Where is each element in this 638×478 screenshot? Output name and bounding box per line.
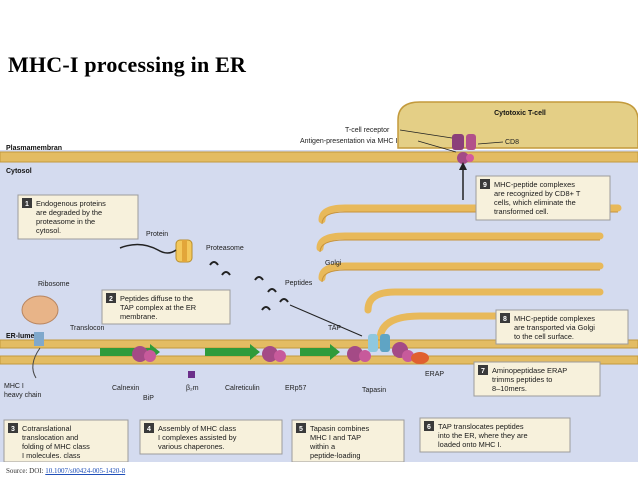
svg-text:within a: within a bbox=[309, 442, 336, 451]
svg-text:loaded onto MHC I.: loaded onto MHC I. bbox=[438, 440, 502, 449]
step-4-box: 4 Assembly of MHC class I complexes assi… bbox=[139, 419, 283, 455]
step-9-box: 9 MHC-peptide complexes are recognized b… bbox=[475, 175, 611, 221]
tcell-label: Cytotoxic T-cell bbox=[494, 110, 546, 117]
svg-text:6: 6 bbox=[427, 424, 431, 431]
svg-text:proteasome in the: proteasome in the bbox=[36, 217, 95, 226]
svg-text:Peptides diffuse to the: Peptides diffuse to the bbox=[120, 294, 193, 303]
tcr-mhc-complex bbox=[452, 134, 476, 164]
calreticulin-label: Calreticulin bbox=[225, 385, 260, 392]
svg-text:4: 4 bbox=[147, 426, 151, 433]
svg-text:9: 9 bbox=[483, 182, 487, 189]
peptides-label: Peptides bbox=[285, 280, 313, 287]
calnexin-label: Calnexin bbox=[112, 385, 139, 392]
plasma-membrane bbox=[0, 151, 638, 163]
er-lumen-label: ER-lumen bbox=[6, 333, 39, 340]
svg-text:trimms peptides to: trimms peptides to bbox=[492, 375, 552, 384]
svg-text:to the cell surface.: to the cell surface. bbox=[514, 332, 574, 341]
source-citation: Source: DOI: 10.1007/s00424-005-1420-8 bbox=[6, 467, 125, 475]
svg-text:3: 3 bbox=[11, 426, 15, 433]
ribosome-label: Ribosome bbox=[38, 281, 70, 288]
proteasome bbox=[175, 239, 193, 263]
svg-text:transformed cell.: transformed cell. bbox=[494, 207, 549, 216]
bip-label: BiP bbox=[143, 395, 154, 402]
erp57-label: ERp57 bbox=[285, 385, 307, 392]
step-5-box: 5 Tapasin combines MHC I and TAP within … bbox=[291, 419, 405, 463]
translocon bbox=[34, 332, 44, 346]
step-7-box: 7 Aminopeptidase ERAP trimms peptides to… bbox=[473, 361, 601, 397]
svg-text:MHC I and TAP: MHC I and TAP bbox=[310, 433, 361, 442]
svg-text:cells, which eliminate the: cells, which eliminate the bbox=[494, 198, 576, 207]
svg-text:are degraded by the: are degraded by the bbox=[36, 208, 102, 217]
tcr-label: T-cell receptor bbox=[345, 127, 390, 134]
protein-label: Protein bbox=[146, 231, 168, 238]
tap-label: TAP bbox=[328, 325, 341, 332]
erap-label: ERAP bbox=[425, 371, 444, 378]
svg-text:TAP complex at the ER: TAP complex at the ER bbox=[120, 303, 196, 312]
svg-text:are transported via Golgi: are transported via Golgi bbox=[514, 323, 595, 332]
step-8-box: 8 MHC-peptide complexes are transported … bbox=[495, 309, 629, 345]
step-2-box: 2 Peptides diffuse to the TAP complex at… bbox=[101, 289, 231, 325]
svg-text:Assembly of MHC class: Assembly of MHC class bbox=[158, 424, 236, 433]
diagram-svg: Cytotoxic T-cell Plasmamembran Cytosol T… bbox=[0, 100, 638, 463]
svg-text:TAP translocates peptides: TAP translocates peptides bbox=[438, 422, 524, 431]
ribosome bbox=[21, 295, 59, 325]
b2m-label: β₂m bbox=[186, 385, 199, 392]
svg-text:Endogenous proteins: Endogenous proteins bbox=[36, 199, 106, 208]
step-3-box: 3 Cotranslational translocation and fold… bbox=[3, 419, 129, 463]
svg-text:1: 1 bbox=[25, 201, 29, 208]
mhc-processing-figure: Cytotoxic T-cell Plasmamembran Cytosol T… bbox=[0, 100, 638, 463]
step-1-box: 1 Endogenous proteins are degraded by th… bbox=[17, 194, 139, 240]
tapasin-label: Tapasin bbox=[362, 387, 386, 394]
svg-text:various chaperones.: various chaperones. bbox=[158, 442, 225, 451]
svg-text:are recognized by CD8+ T: are recognized by CD8+ T bbox=[494, 189, 581, 198]
svg-text:MHC-peptide complexes: MHC-peptide complexes bbox=[494, 180, 575, 189]
svg-text:membrane.: membrane. bbox=[120, 312, 157, 321]
peptide-fragments bbox=[209, 261, 289, 311]
erap-enzyme bbox=[411, 352, 429, 364]
svg-text:translocation and: translocation and bbox=[22, 433, 78, 442]
svg-text:8: 8 bbox=[503, 316, 507, 323]
membrane-label: Plasmamembran bbox=[6, 145, 62, 152]
slide-title: MHC-I processing in ER bbox=[8, 52, 247, 77]
svg-text:5: 5 bbox=[299, 426, 303, 433]
svg-text:Tapasin combines: Tapasin combines bbox=[310, 424, 369, 433]
svg-text:I complexes assisted by: I complexes assisted by bbox=[158, 433, 237, 442]
svg-text:8–10mers.: 8–10mers. bbox=[492, 384, 527, 393]
mhc-heavy-chain-label-1: MHC I bbox=[4, 383, 24, 390]
svg-text:2: 2 bbox=[109, 296, 113, 303]
step-6-box: 6 TAP translocates peptides into the ER,… bbox=[419, 417, 571, 453]
translocon-label: Translocon bbox=[70, 325, 104, 332]
cd8-label: CD8 bbox=[505, 139, 519, 146]
proteasome-label: Proteasome bbox=[206, 245, 244, 252]
golgi-apparatus bbox=[316, 204, 622, 344]
svg-text:cytosol.: cytosol. bbox=[36, 226, 61, 235]
doi-link[interactable]: 10.1007/s00424-005-1420-8 bbox=[45, 467, 126, 475]
tap-transporter bbox=[368, 334, 390, 352]
svg-text:7: 7 bbox=[481, 368, 485, 375]
source-prefix: Source: DOI: bbox=[6, 467, 44, 475]
svg-text:Cotranslational: Cotranslational bbox=[22, 424, 72, 433]
svg-text:peptide-loading: peptide-loading bbox=[310, 451, 361, 460]
mhc-heavy-chain-label-2: heavy chain bbox=[4, 392, 41, 399]
svg-text:folding of MHC class: folding of MHC class bbox=[22, 442, 90, 451]
svg-text:MHC-peptide complexes: MHC-peptide complexes bbox=[514, 314, 595, 323]
svg-text:into the ER, where they are: into the ER, where they are bbox=[438, 431, 528, 440]
antigen-presentation-label: Antigen-presentation via MHC I bbox=[300, 138, 397, 145]
svg-text:Aminopeptidase ERAP: Aminopeptidase ERAP bbox=[492, 366, 567, 375]
cytosol-label: Cytosol bbox=[6, 168, 32, 175]
svg-text:I molecules. class: I molecules. class bbox=[22, 451, 81, 460]
golgi-label: Golgi bbox=[325, 260, 342, 267]
